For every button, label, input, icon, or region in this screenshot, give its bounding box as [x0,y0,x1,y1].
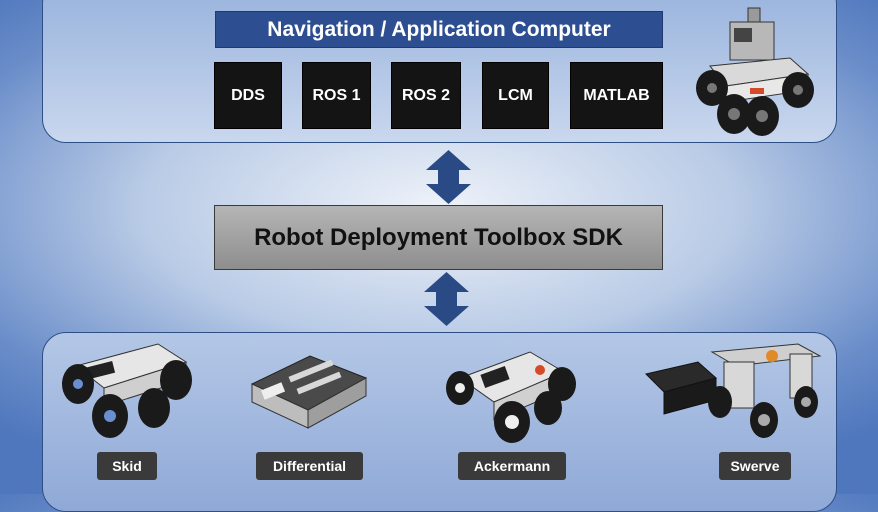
bidirectional-arrow-icon [424,272,469,326]
middleware-ros2-box: ROS 2 [391,62,461,129]
middleware-matlab-box: MATLAB [570,62,663,129]
swerve-drive-robot-image [645,343,822,438]
middleware-ros1-box: ROS 1 [302,62,371,129]
platform-label-ackermann: Ackermann [458,452,566,480]
middleware-lcm-box: LCM [482,62,549,129]
bidirectional-arrow-icon [426,150,471,204]
application-computer-title: Navigation / Application Computer [215,11,663,48]
differential-drive-robot-image [250,355,368,429]
platform-label-skid: Skid [97,452,157,480]
ackermann-steering-robot-image [446,351,576,443]
middleware-dds-box: DDS [214,62,282,129]
platform-label-differential: Differential [256,452,363,480]
sdk-box: Robot Deployment Toolbox SDK [214,205,663,270]
skid-steer-robot-image [62,343,192,438]
platform-label-swerve: Swerve [719,452,791,480]
rover-with-sensor-mast-image [696,7,814,136]
